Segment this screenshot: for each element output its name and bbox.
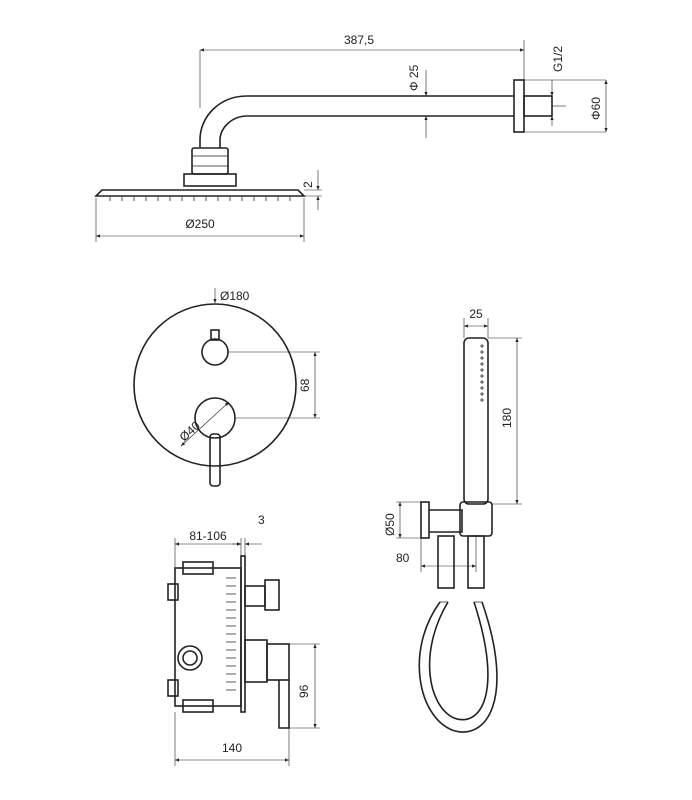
concealed-body-view: 81-106 3 96 140 xyxy=(167,513,320,766)
mixer-cap xyxy=(266,643,290,681)
hand-shower-length-dim: 180 xyxy=(500,408,514,428)
shower-arm-view: 387,5 Φ 25 G1/2 Φ60 2 Ø250 xyxy=(94,33,608,242)
diverter-lever xyxy=(210,329,220,341)
mixer-plate-view: Ø180 68 Ø40 xyxy=(133,288,320,487)
mixer-lever xyxy=(209,433,221,487)
mixer-handle xyxy=(194,397,236,439)
nozzle-row xyxy=(109,197,291,201)
top-port xyxy=(182,561,214,575)
valve-body xyxy=(174,567,242,707)
head-thickness-dim: 2 xyxy=(301,181,315,188)
holder-flange xyxy=(420,501,430,539)
diverter-stem xyxy=(244,585,266,607)
diverter-cap xyxy=(264,579,280,611)
holder-arm xyxy=(429,509,463,533)
hand-shower xyxy=(463,337,489,505)
shower-arm xyxy=(199,95,514,148)
arm-diameter-dim: Φ 25 xyxy=(407,64,421,91)
hand-shower-view: 25 180 Ø50 80 xyxy=(383,307,522,733)
thread-dim: G1/2 xyxy=(551,46,565,72)
wall-flange xyxy=(513,79,525,133)
flange-diameter-dim: Φ60 xyxy=(589,97,603,120)
side-lug-bottom xyxy=(167,679,179,697)
handle-spacing-dim: 68 xyxy=(298,378,312,392)
diverter-knob xyxy=(201,338,229,366)
water-outlet xyxy=(437,535,455,589)
holder-diameter-dim: Ø50 xyxy=(383,513,397,536)
mounting-plate xyxy=(240,555,246,713)
side-lug-top xyxy=(167,583,179,601)
mixer-stem xyxy=(244,639,268,683)
handle-diameter-dim: Ø40 xyxy=(177,418,203,444)
spray-dots xyxy=(480,344,484,402)
hose-outer xyxy=(418,601,498,733)
hand-shower-width-dim: 25 xyxy=(469,307,483,321)
thread-connector xyxy=(523,95,553,117)
inlet-port-outer xyxy=(177,645,203,671)
plate-thickness-dim: 3 xyxy=(258,513,265,527)
holder-depth-dim: 80 xyxy=(396,551,410,565)
body-depth-dim: 81-106 xyxy=(189,529,227,543)
shower-head xyxy=(94,189,306,197)
cover-plate xyxy=(133,303,297,467)
holder-clamp xyxy=(459,501,493,537)
mixer-lever-side xyxy=(278,680,290,729)
head-connector xyxy=(183,173,237,187)
hose-inner xyxy=(428,601,489,721)
body-width-dim: 140 xyxy=(222,741,242,755)
arm-length-dim: 387,5 xyxy=(344,33,374,47)
swivel-joint xyxy=(191,147,229,175)
head-diameter-dim: Ø250 xyxy=(185,217,215,231)
inlet-port-inner xyxy=(182,650,198,666)
plate-diameter-dim: Ø180 xyxy=(220,289,250,303)
body-height-dim: 96 xyxy=(297,684,311,698)
bottom-port xyxy=(182,699,214,713)
plaster-guard xyxy=(226,577,236,691)
